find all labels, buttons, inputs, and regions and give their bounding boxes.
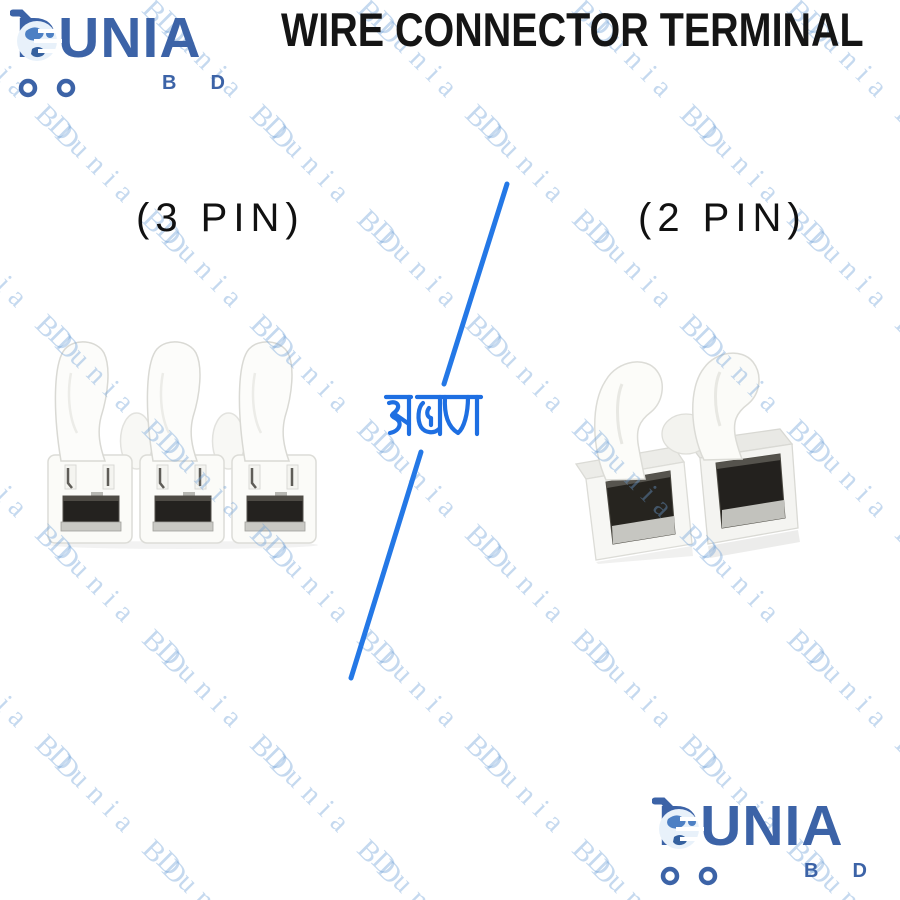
connector-unit bbox=[231, 341, 317, 544]
two-pin-label: (2 PIN) bbox=[638, 196, 807, 240]
clamp-lever bbox=[594, 361, 663, 481]
connector-unit bbox=[574, 446, 693, 561]
shopping-cart-globe-icon bbox=[10, 9, 76, 98]
wire-port bbox=[605, 470, 676, 545]
or-text-value: অথবা bbox=[0, 0, 1, 1]
shopping-cart-globe-icon bbox=[652, 797, 718, 886]
cart-wheel-icon bbox=[660, 866, 718, 886]
brand-logo-bottom-right: DUNIA BD bbox=[652, 792, 897, 890]
wire-port bbox=[715, 453, 786, 529]
or-text-bengali bbox=[383, 394, 484, 437]
wire-port bbox=[60, 495, 122, 532]
brand-sub-letters: BD bbox=[162, 72, 259, 94]
connector-unit bbox=[47, 341, 133, 544]
wire-port bbox=[152, 495, 214, 532]
three-pin-connector-image bbox=[47, 341, 318, 549]
two-pin-connector-image bbox=[574, 352, 800, 564]
connector-unit bbox=[139, 341, 225, 544]
wire-port bbox=[244, 495, 306, 532]
clamp-lever bbox=[692, 352, 760, 461]
cart-wheel-icon bbox=[18, 78, 76, 98]
three-pin-label: (3 PIN) bbox=[136, 196, 305, 240]
brand-sub-letters: BD bbox=[804, 860, 900, 882]
page-title: WIRE CONNECTOR TERMINAL bbox=[281, 3, 864, 56]
brand-logo-top-left: DUNIA BD bbox=[10, 4, 255, 102]
connector-unit bbox=[686, 428, 799, 545]
